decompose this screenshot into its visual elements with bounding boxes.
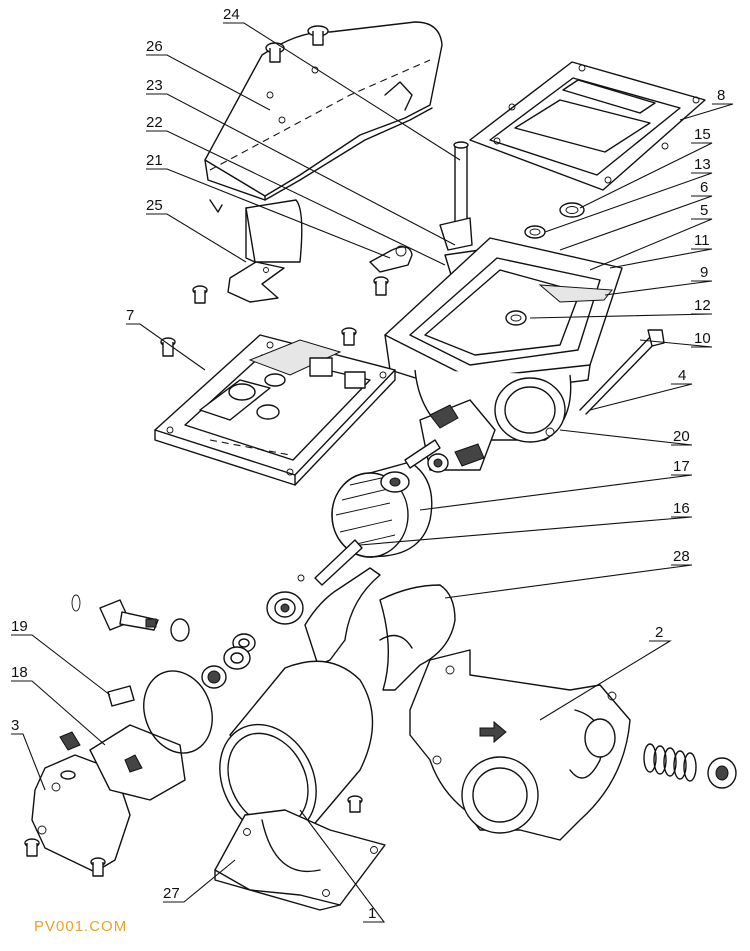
callout-23: 23 (146, 77, 163, 94)
fitting (99, 599, 159, 631)
callout-17: 17 (673, 458, 690, 475)
callout-24: 24 (223, 6, 240, 23)
part-8-gasket (469, 61, 706, 191)
part-25-bracket (227, 261, 285, 303)
callout-16: 16 (673, 500, 690, 517)
part-7-control-box (154, 334, 396, 486)
callout-5: 5 (700, 202, 708, 219)
callout-2: 2 (655, 624, 663, 641)
screws-small (192, 276, 389, 304)
callout-11: 11 (694, 232, 710, 249)
callout-21: 21 (146, 152, 163, 169)
part-26-top-cover (204, 21, 443, 213)
callout-10: 10 (694, 330, 711, 347)
callout-3: 3 (11, 717, 19, 734)
impeller (707, 757, 737, 789)
part-15-washer (559, 202, 585, 218)
watermark: PV001.COM (34, 918, 128, 935)
part-22-terminal (369, 245, 413, 273)
callout-7: 7 (126, 307, 134, 324)
part-28-magnets (304, 567, 456, 691)
callout-27: 27 (163, 885, 180, 902)
part-21-flap (245, 199, 303, 263)
part-9-housing-top (384, 237, 623, 396)
end-screws (24, 770, 106, 877)
box-screws (160, 327, 357, 357)
brush-holder (419, 399, 496, 473)
part-1-motor-can (219, 660, 374, 837)
part-16-shaft (297, 439, 441, 586)
spring (643, 743, 697, 782)
callout-20: 20 (673, 428, 690, 445)
leader-lines (11, 22, 734, 923)
bearings-rings (71, 591, 304, 689)
o-ring (143, 670, 213, 754)
part-24-screws (265, 25, 329, 63)
callout-13: 13 (694, 156, 711, 173)
callout-labels: 24 26 23 22 21 25 7 8 15 13 6 5 11 9 12 … (11, 6, 725, 922)
part-27-bracket (214, 795, 386, 911)
callout-4: 4 (678, 367, 686, 384)
part-2-pump-body (409, 649, 631, 841)
part-13-washer (524, 225, 546, 239)
part-17-armature (331, 461, 433, 558)
part-19-brush (107, 685, 135, 707)
callout-8: 8 (717, 87, 725, 104)
callout-12: 12 (694, 297, 711, 314)
callout-15: 15 (694, 126, 711, 143)
callout-22: 22 (146, 114, 163, 131)
callout-18: 18 (11, 664, 28, 681)
callout-9: 9 (700, 264, 708, 281)
callout-19: 19 (11, 618, 28, 635)
callout-26: 26 (146, 38, 163, 55)
callout-1: 1 (368, 905, 376, 922)
callout-28: 28 (673, 548, 690, 565)
callout-25: 25 (146, 197, 163, 214)
callout-6: 6 (700, 179, 708, 196)
